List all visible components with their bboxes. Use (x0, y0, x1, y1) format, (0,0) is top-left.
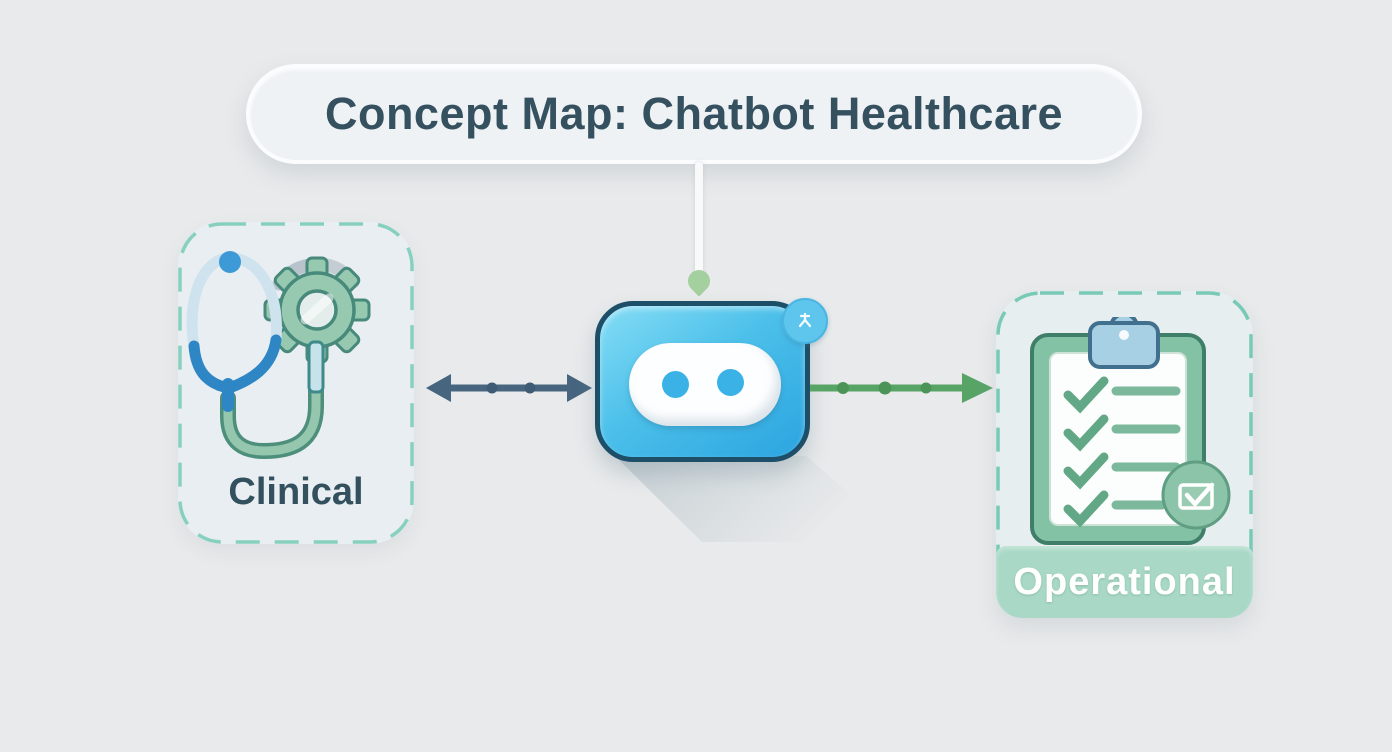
node-clinical[interactable]: Clinical (178, 222, 414, 544)
operational-label: Operational (1013, 560, 1236, 603)
checkbox-badge-icon (1161, 460, 1231, 530)
page-title: Concept Map: Chatbot Healthcare (324, 88, 1064, 139)
clipboard-checklist-icon (1030, 317, 1231, 545)
clinical-label: Clinical (228, 471, 364, 513)
sparkle-badge-icon (782, 298, 828, 344)
node-chatbot[interactable] (595, 298, 828, 462)
chatbot-shadow (615, 456, 905, 542)
arrow-right (810, 373, 993, 403)
teardrop-down-icon (683, 265, 715, 297)
robot-eye-right-icon (717, 369, 744, 396)
node-operational[interactable]: Operational (996, 291, 1253, 618)
stethoscope-gear-icon (186, 251, 371, 460)
title-connector-line (695, 162, 703, 276)
robot-eye-left-icon (662, 371, 689, 398)
bidirectional-arrow (426, 374, 592, 402)
robot-chat-face-icon (629, 343, 781, 426)
title-banner: Concept Map: Chatbot Healthcare (246, 64, 1142, 164)
operational-banner: Operational (996, 546, 1253, 618)
